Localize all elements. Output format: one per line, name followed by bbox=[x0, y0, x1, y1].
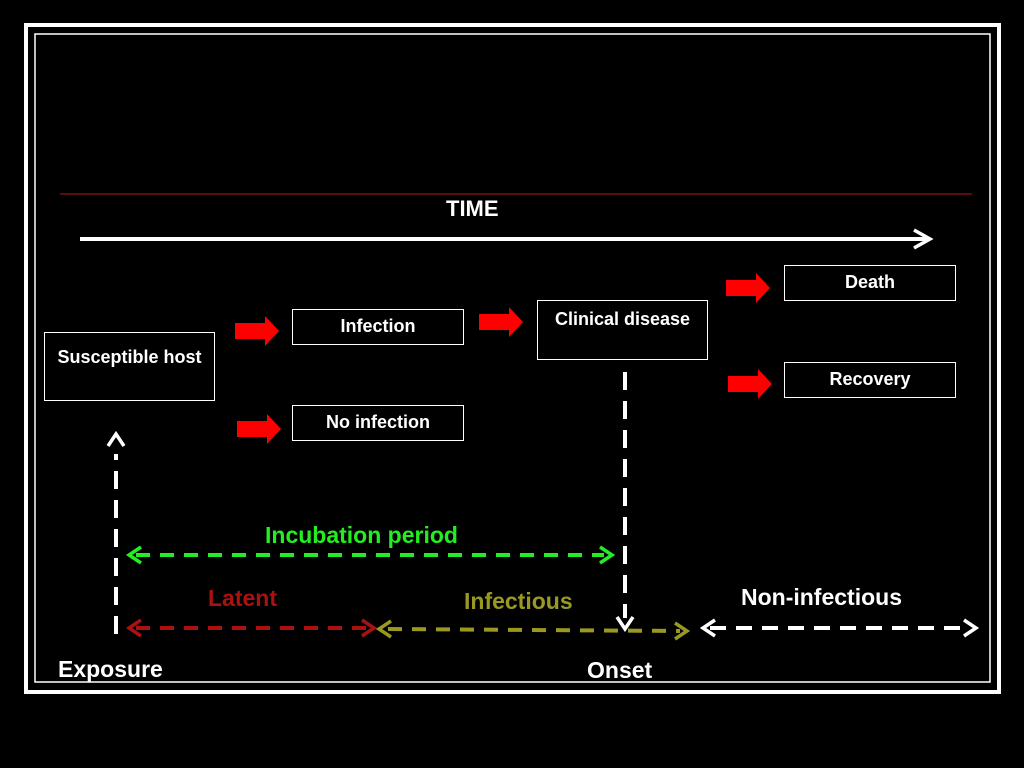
time-title: TIME bbox=[446, 196, 499, 221]
infectious-period-label: Infectious bbox=[464, 588, 573, 614]
arrow-infection-to-disease bbox=[479, 307, 523, 337]
exposure-marker-arrow bbox=[106, 430, 126, 634]
susceptible-host-box: Susceptible host bbox=[44, 332, 215, 401]
outer-frame bbox=[24, 23, 1001, 694]
incubation-period-label: Incubation period bbox=[265, 522, 458, 548]
arrow-host-to-infection bbox=[235, 316, 279, 346]
arrow-host-to-no-infection bbox=[237, 414, 281, 444]
susceptible-host-label: Susceptible host bbox=[57, 347, 202, 367]
infectious-period-arrow bbox=[375, 619, 691, 641]
latent-period-arrow bbox=[125, 618, 378, 638]
latent-period-label: Latent bbox=[208, 585, 277, 611]
exposure-label: Exposure bbox=[58, 656, 163, 682]
infection-label: Infection bbox=[340, 316, 416, 336]
clinical-disease-box: Clinical disease bbox=[537, 300, 708, 360]
arrow-disease-to-recovery bbox=[728, 369, 772, 399]
recovery-box: Recovery bbox=[784, 362, 956, 398]
no-infection-box: No infection bbox=[292, 405, 464, 441]
recovery-label: Recovery bbox=[829, 369, 911, 389]
clinical-disease-label: Clinical disease bbox=[554, 309, 691, 329]
non-infectious-period-label: Non-infectious bbox=[741, 584, 902, 610]
inner-frame bbox=[34, 33, 991, 683]
arrow-disease-to-death bbox=[726, 273, 770, 303]
time-arrow bbox=[80, 228, 934, 250]
death-label: Death bbox=[844, 272, 895, 292]
flow-arrows bbox=[235, 273, 772, 444]
onset-marker-arrow bbox=[615, 372, 635, 633]
non-infectious-period-arrow bbox=[699, 618, 980, 638]
death-box: Death bbox=[784, 265, 956, 301]
onset-label: Onset bbox=[587, 657, 653, 683]
infection-box: Infection bbox=[292, 309, 464, 345]
no-infection-label: No infection bbox=[326, 412, 430, 432]
incubation-period-arrow bbox=[125, 545, 616, 565]
